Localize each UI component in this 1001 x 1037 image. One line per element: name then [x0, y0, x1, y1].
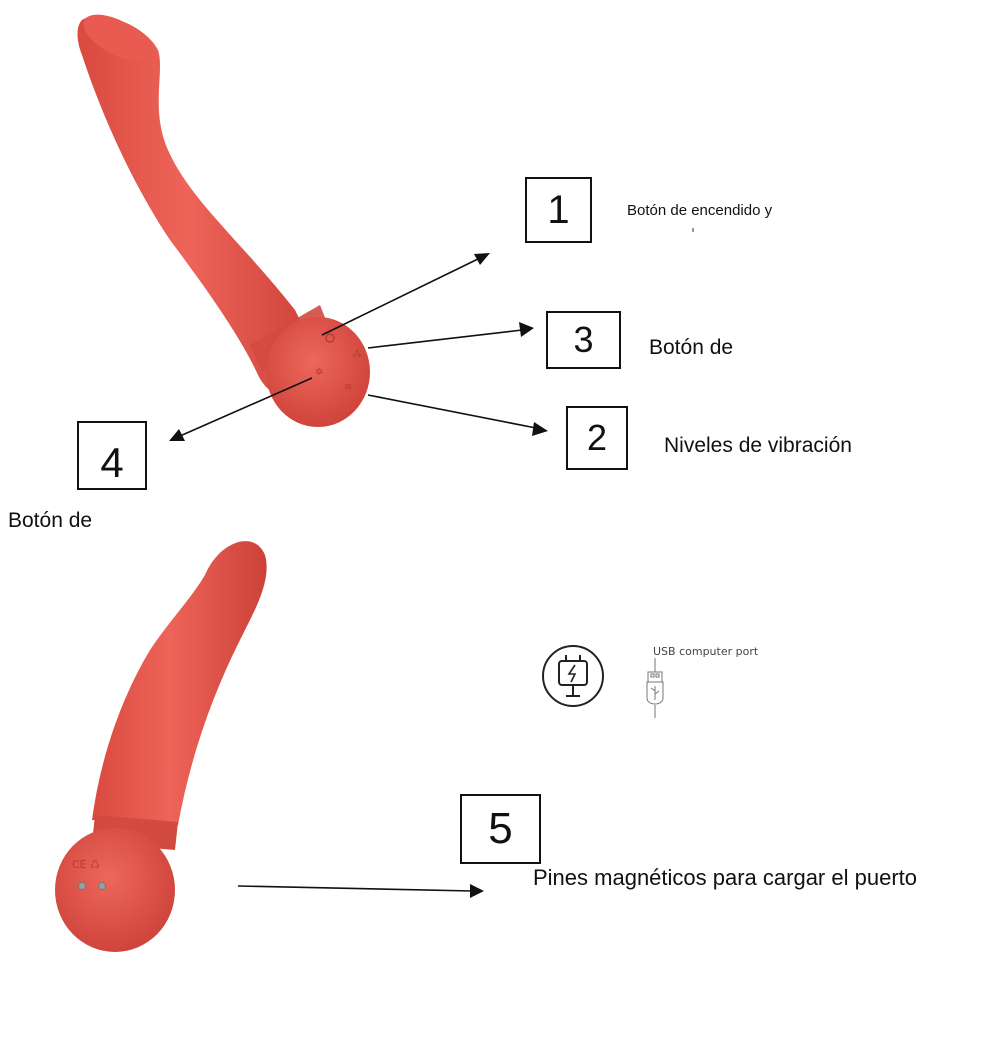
callout-box-3: 3	[546, 311, 621, 369]
callout-number-1: 1	[547, 187, 570, 232]
device-bottom-shaft	[92, 541, 267, 825]
vibration-icon[interactable]: ⁂	[352, 348, 362, 360]
callout-arrows	[169, 253, 548, 898]
device-bottom-head	[55, 828, 175, 952]
arrow-2	[367, 394, 548, 436]
power-icon[interactable]	[325, 333, 335, 343]
callout-number-3: 3	[573, 319, 594, 360]
charging-pin-right	[98, 882, 106, 890]
callout-label-2: Niveles de vibración	[664, 434, 852, 457]
callout-box-1: 1	[525, 177, 592, 243]
callout-number-4: 4	[100, 438, 124, 486]
device-top-shaft	[77, 16, 320, 397]
svg-text:≋: ≋	[344, 382, 352, 393]
callout-label-4: Botón de	[8, 509, 93, 532]
arrow-3	[367, 322, 534, 349]
arrow-1	[321, 253, 490, 336]
ce-mark: CE ♺	[72, 858, 100, 871]
svg-text:⁂: ⁂	[352, 348, 362, 360]
mode-icon[interactable]: ≋	[344, 382, 352, 393]
callout-box-4: 4	[77, 421, 147, 490]
arrow-5	[237, 884, 484, 898]
callout-label-3: Botón de	[649, 336, 734, 359]
device-top-tip	[83, 14, 153, 62]
device-bottom: CE ♺	[55, 541, 267, 952]
device-top: ⁂ ✲ ≋	[77, 14, 370, 427]
callout-number-2: 2	[586, 417, 608, 458]
charging-pin-left	[78, 882, 86, 890]
callout-label-5: Pines magnéticos para cargar el puerto	[533, 865, 917, 890]
callout-number-5: 5	[488, 804, 513, 853]
svg-text:✲: ✲	[315, 367, 323, 378]
callout-label-1: Botón de encendido y	[627, 202, 773, 219]
arrow-4	[169, 377, 313, 441]
callout-box-2: 2	[566, 406, 628, 470]
usb-connector-icon	[646, 658, 664, 718]
device-top-head	[266, 317, 370, 427]
charging-plug-icon	[542, 645, 604, 707]
usb-caption: USB computer port	[653, 645, 759, 658]
light-icon[interactable]: ✲	[315, 367, 323, 378]
callout-box-5: 5	[460, 794, 541, 864]
